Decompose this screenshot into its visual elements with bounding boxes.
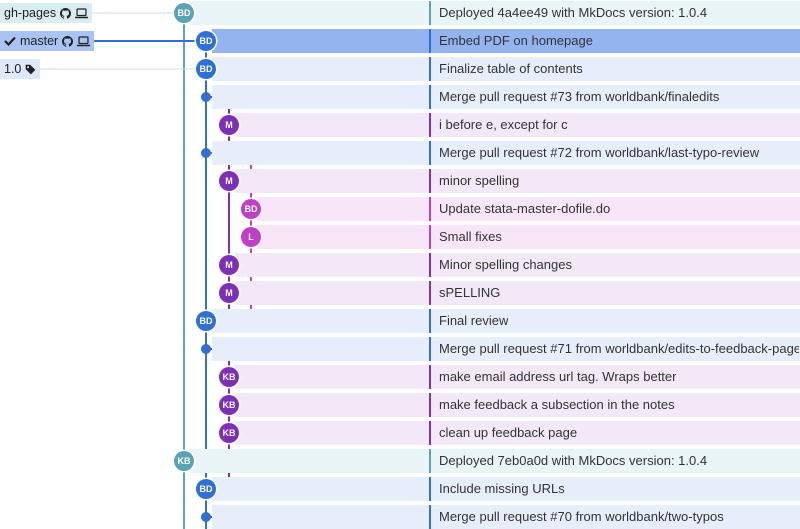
commit-message: minor spelling [439, 173, 520, 188]
commit-message: Merge pull request #70 from worldbank/tw… [439, 509, 724, 524]
commit-row-band [235, 421, 429, 445]
commit-row-band [212, 505, 429, 529]
commit-row-band [235, 281, 429, 305]
commit-row[interactable]: Minor spelling changes [429, 253, 800, 277]
ref-label-master[interactable]: master [0, 31, 95, 51]
commit-message: Embed PDF on homepage [439, 33, 593, 48]
commit-row[interactable]: Merge pull request #73 from worldbank/fi… [429, 85, 800, 109]
commit-message: Small fixes [439, 229, 502, 244]
commit-row-band [212, 57, 429, 81]
author-avatar[interactable]: L [241, 227, 261, 247]
commit-row-band [212, 141, 429, 165]
commit-row[interactable]: Include missing URLs [429, 477, 800, 501]
commit-row[interactable]: Finalize table of contents [429, 57, 800, 81]
commit-row[interactable]: Merge pull request #72 from worldbank/la… [429, 141, 800, 165]
commit-message: Deployed 7eb0a0d with MkDocs version: 1.… [439, 453, 708, 468]
author-avatar[interactable]: M [219, 115, 239, 135]
author-avatar[interactable]: BD [241, 199, 261, 219]
author-avatar[interactable]: BD [196, 59, 216, 79]
author-avatar[interactable]: M [219, 255, 239, 275]
commit-message: Final review [439, 313, 509, 328]
merge-commit-dot[interactable] [201, 344, 211, 354]
laptop-icon [75, 7, 89, 19]
commit-row-band [190, 1, 429, 25]
commit-message: Merge pull request #72 from worldbank/la… [439, 145, 760, 160]
author-avatar[interactable]: KB [174, 451, 194, 471]
author-avatar[interactable]: BD [174, 3, 194, 23]
commit-message: sPELLING [439, 285, 501, 300]
commit-message: Minor spelling changes [439, 257, 572, 272]
commit-message: make email address url tag. Wraps better [439, 369, 677, 384]
commit-row[interactable]: Final review [429, 309, 800, 333]
commit-row-band [235, 113, 429, 137]
commit-message: make feedback a subsection in the notes [439, 397, 675, 412]
merge-commit-dot[interactable] [201, 92, 211, 102]
commit-row-band [212, 85, 429, 109]
commit-row-band [257, 225, 429, 249]
laptop-icon [77, 35, 91, 47]
commit-row[interactable]: clean up feedback page [429, 421, 800, 445]
commit-row[interactable]: Small fixes [429, 225, 800, 249]
commit-message: Merge pull request #71 from worldbank/ed… [439, 341, 799, 356]
commit-row-band [235, 365, 429, 389]
commit-row[interactable]: minor spelling [429, 169, 800, 193]
commit-row-band [257, 197, 429, 221]
commit-row[interactable]: sPELLING [429, 281, 800, 305]
ref-label-1-0[interactable]: 1.0 [0, 59, 41, 79]
commit-row-band [212, 29, 429, 53]
commit-row[interactable]: Deployed 7eb0a0d with MkDocs version: 1.… [429, 449, 800, 473]
merge-commit-dot[interactable] [201, 148, 211, 158]
ref-name: 1.0 [4, 62, 22, 76]
commit-message: Update stata-master-dofile.do [439, 201, 611, 216]
commit-row[interactable]: make feedback a subsection in the notes [429, 393, 800, 417]
merge-commit-dot[interactable] [201, 512, 211, 522]
commit-row[interactable]: Merge pull request #71 from worldbank/ed… [429, 337, 800, 361]
author-avatar[interactable]: M [219, 283, 239, 303]
commit-message: clean up feedback page [439, 425, 578, 440]
commit-row[interactable]: Embed PDF on homepage [429, 29, 800, 53]
author-avatar[interactable]: KB [219, 395, 239, 415]
commit-message: Include missing URLs [439, 481, 565, 496]
commit-message: Merge pull request #73 from worldbank/fi… [439, 89, 720, 104]
author-avatar[interactable]: BD [196, 479, 216, 499]
commit-row[interactable]: Merge pull request #70 from worldbank/tw… [429, 505, 800, 529]
author-avatar[interactable]: M [219, 171, 239, 191]
commit-row-band [212, 309, 429, 333]
commit-message: i before e, except for c [439, 117, 568, 132]
ref-label-gh-pages[interactable]: gh-pages [0, 3, 93, 23]
commit-row-band [235, 393, 429, 417]
commit-row-band [235, 169, 429, 193]
commit-message: Finalize table of contents [439, 61, 583, 76]
ref-name: master [20, 34, 59, 48]
author-avatar[interactable]: BD [196, 31, 216, 51]
checkmark-icon [4, 36, 16, 46]
commit-row-band [212, 337, 429, 361]
ref-name: gh-pages [4, 6, 57, 20]
github-icon [60, 7, 72, 19]
commit-row[interactable]: Update stata-master-dofile.do [429, 197, 800, 221]
commit-row[interactable]: make email address url tag. Wraps better [429, 365, 800, 389]
tag-icon [25, 64, 36, 75]
github-icon [62, 35, 74, 47]
commit-row-band [190, 449, 429, 473]
commit-row-band [235, 253, 429, 277]
commit-row-band [212, 477, 429, 501]
commit-row[interactable]: Deployed 4a4ee49 with MkDocs version: 1.… [429, 1, 800, 25]
author-avatar[interactable]: KB [219, 367, 239, 387]
author-avatar[interactable]: BD [196, 311, 216, 331]
commit-message: Deployed 4a4ee49 with MkDocs version: 1.… [439, 5, 708, 20]
commit-row[interactable]: i before e, except for c [429, 113, 800, 137]
author-avatar[interactable]: KB [219, 423, 239, 443]
